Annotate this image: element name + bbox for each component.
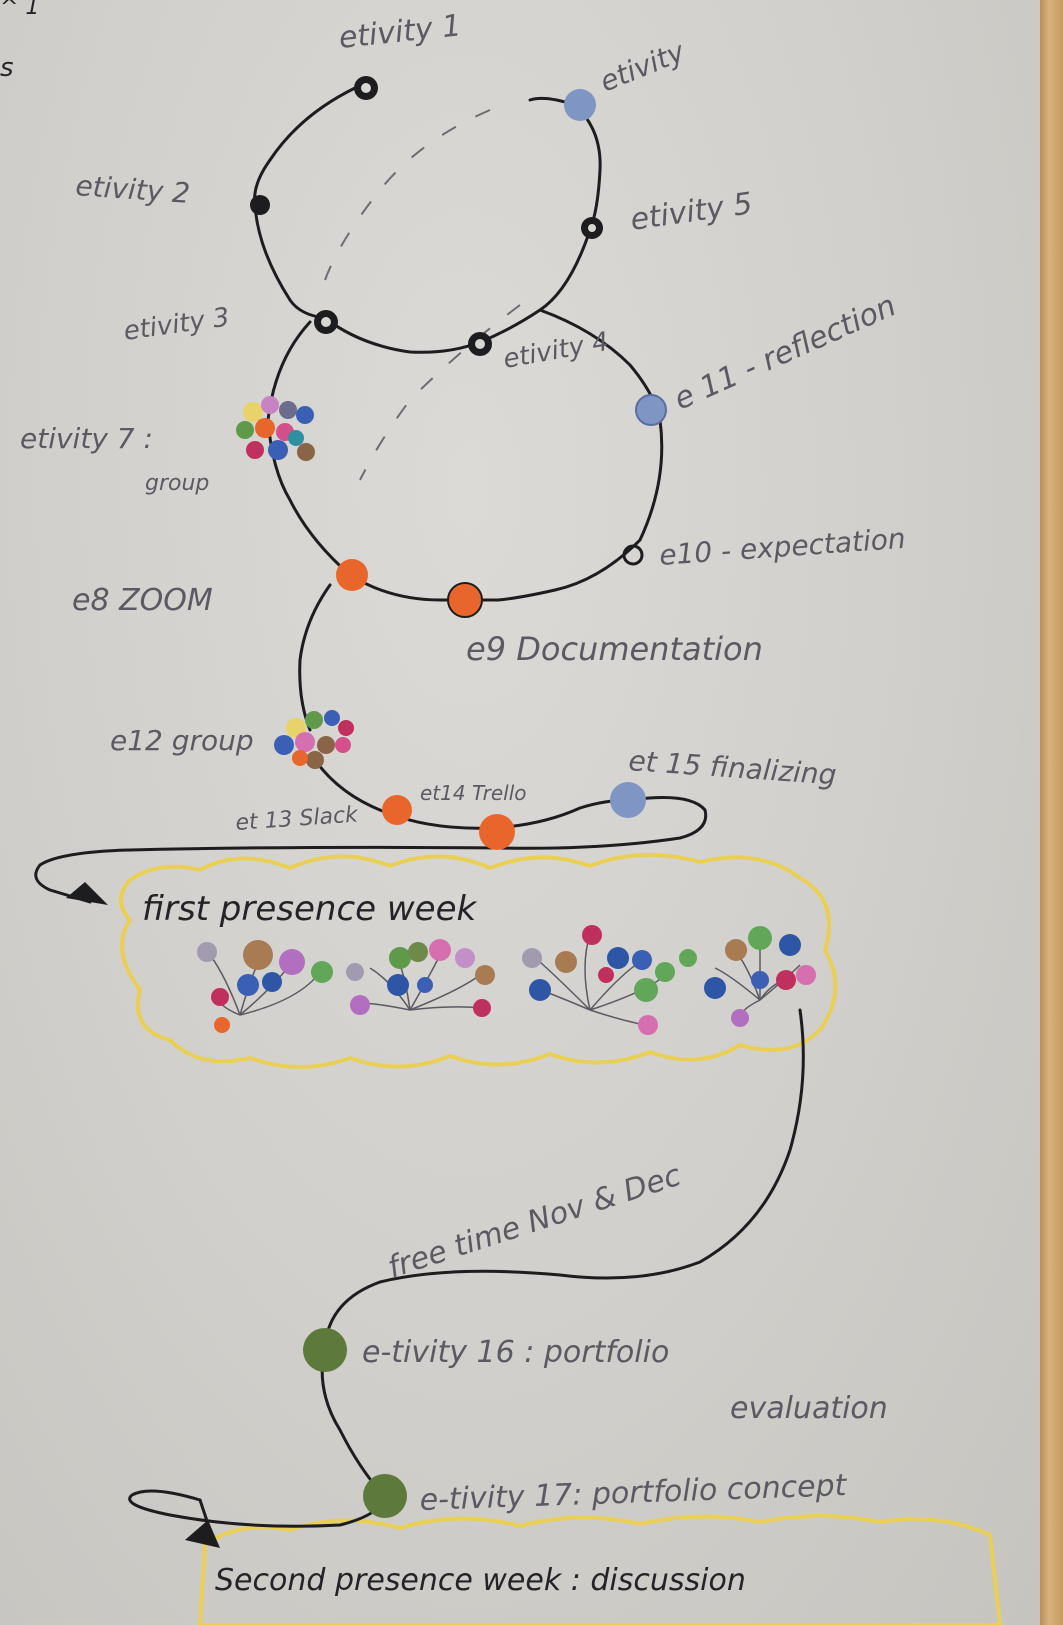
wood-table-edge [1040,0,1063,1625]
label-free-time: free time Nov & Dec [384,1158,686,1286]
node-et15 [610,782,646,818]
arrowhead-second-week [185,1520,220,1548]
dashed-pencil-lines [325,110,520,480]
node-etivity17 [363,1474,407,1518]
node-etivity2 [250,195,270,215]
label-etivity4: etivity 4 [501,327,611,375]
label-et13: et 13 Slack [235,802,360,836]
label-etivity7: etivity 7 : [20,422,153,455]
label-e10: e10 - expectation [658,522,906,572]
node-e9 [448,583,482,617]
balloons-4 [679,926,816,1027]
node-etivity5 [581,217,603,239]
label-e12: e12 group [110,724,254,757]
node-etivity6 [564,89,596,121]
node-et13 [382,795,412,825]
label-e11: e 11 - reflection [669,288,901,417]
first-week-cloud [121,855,835,1067]
learning-path-diagram: ^ 1 s [0,0,1040,1625]
label-et14: et14 Trello [420,781,527,805]
label-et15: et 15 finalizing [628,744,838,791]
balloons-1 [197,940,333,1033]
corner-text-top: ^ 1 [0,0,39,20]
node-e11 [636,395,666,425]
balloons-3 [522,925,675,1035]
label-etivity1: etivity 1 [337,8,463,56]
label-etivity17: e-tivity 17: portfolio concept [419,1468,848,1518]
label-etivity3: etivity 3 [122,302,232,347]
label-etivity5: etivity 5 [628,186,754,238]
node-etivity3 [314,310,338,334]
node-etivity16 [303,1328,347,1372]
node-e8 [336,559,368,591]
label-etivity2: etivity 2 [75,169,192,210]
label-etivity6: etivity [595,35,689,99]
label-etivity16-sub: evaluation [730,1391,888,1426]
label-e8: e8 ZOOM [72,583,213,618]
node-etivity1 [354,76,378,100]
corner-text-side: s [0,53,14,83]
ink-path [36,88,804,1545]
label-second-week: Second presence week : discussion [215,1563,746,1598]
label-first-week: first presence week [142,889,478,929]
node-etivity4 [468,332,492,356]
label-etivity7-sub: group [145,471,209,496]
label-etivity16: e-tivity 16 : portfolio [362,1335,669,1370]
group-cluster-etivity7 [236,396,315,461]
group-cluster-e12 [274,710,354,769]
label-e9: e9 Documentation [466,630,763,668]
node-et14 [479,814,515,850]
